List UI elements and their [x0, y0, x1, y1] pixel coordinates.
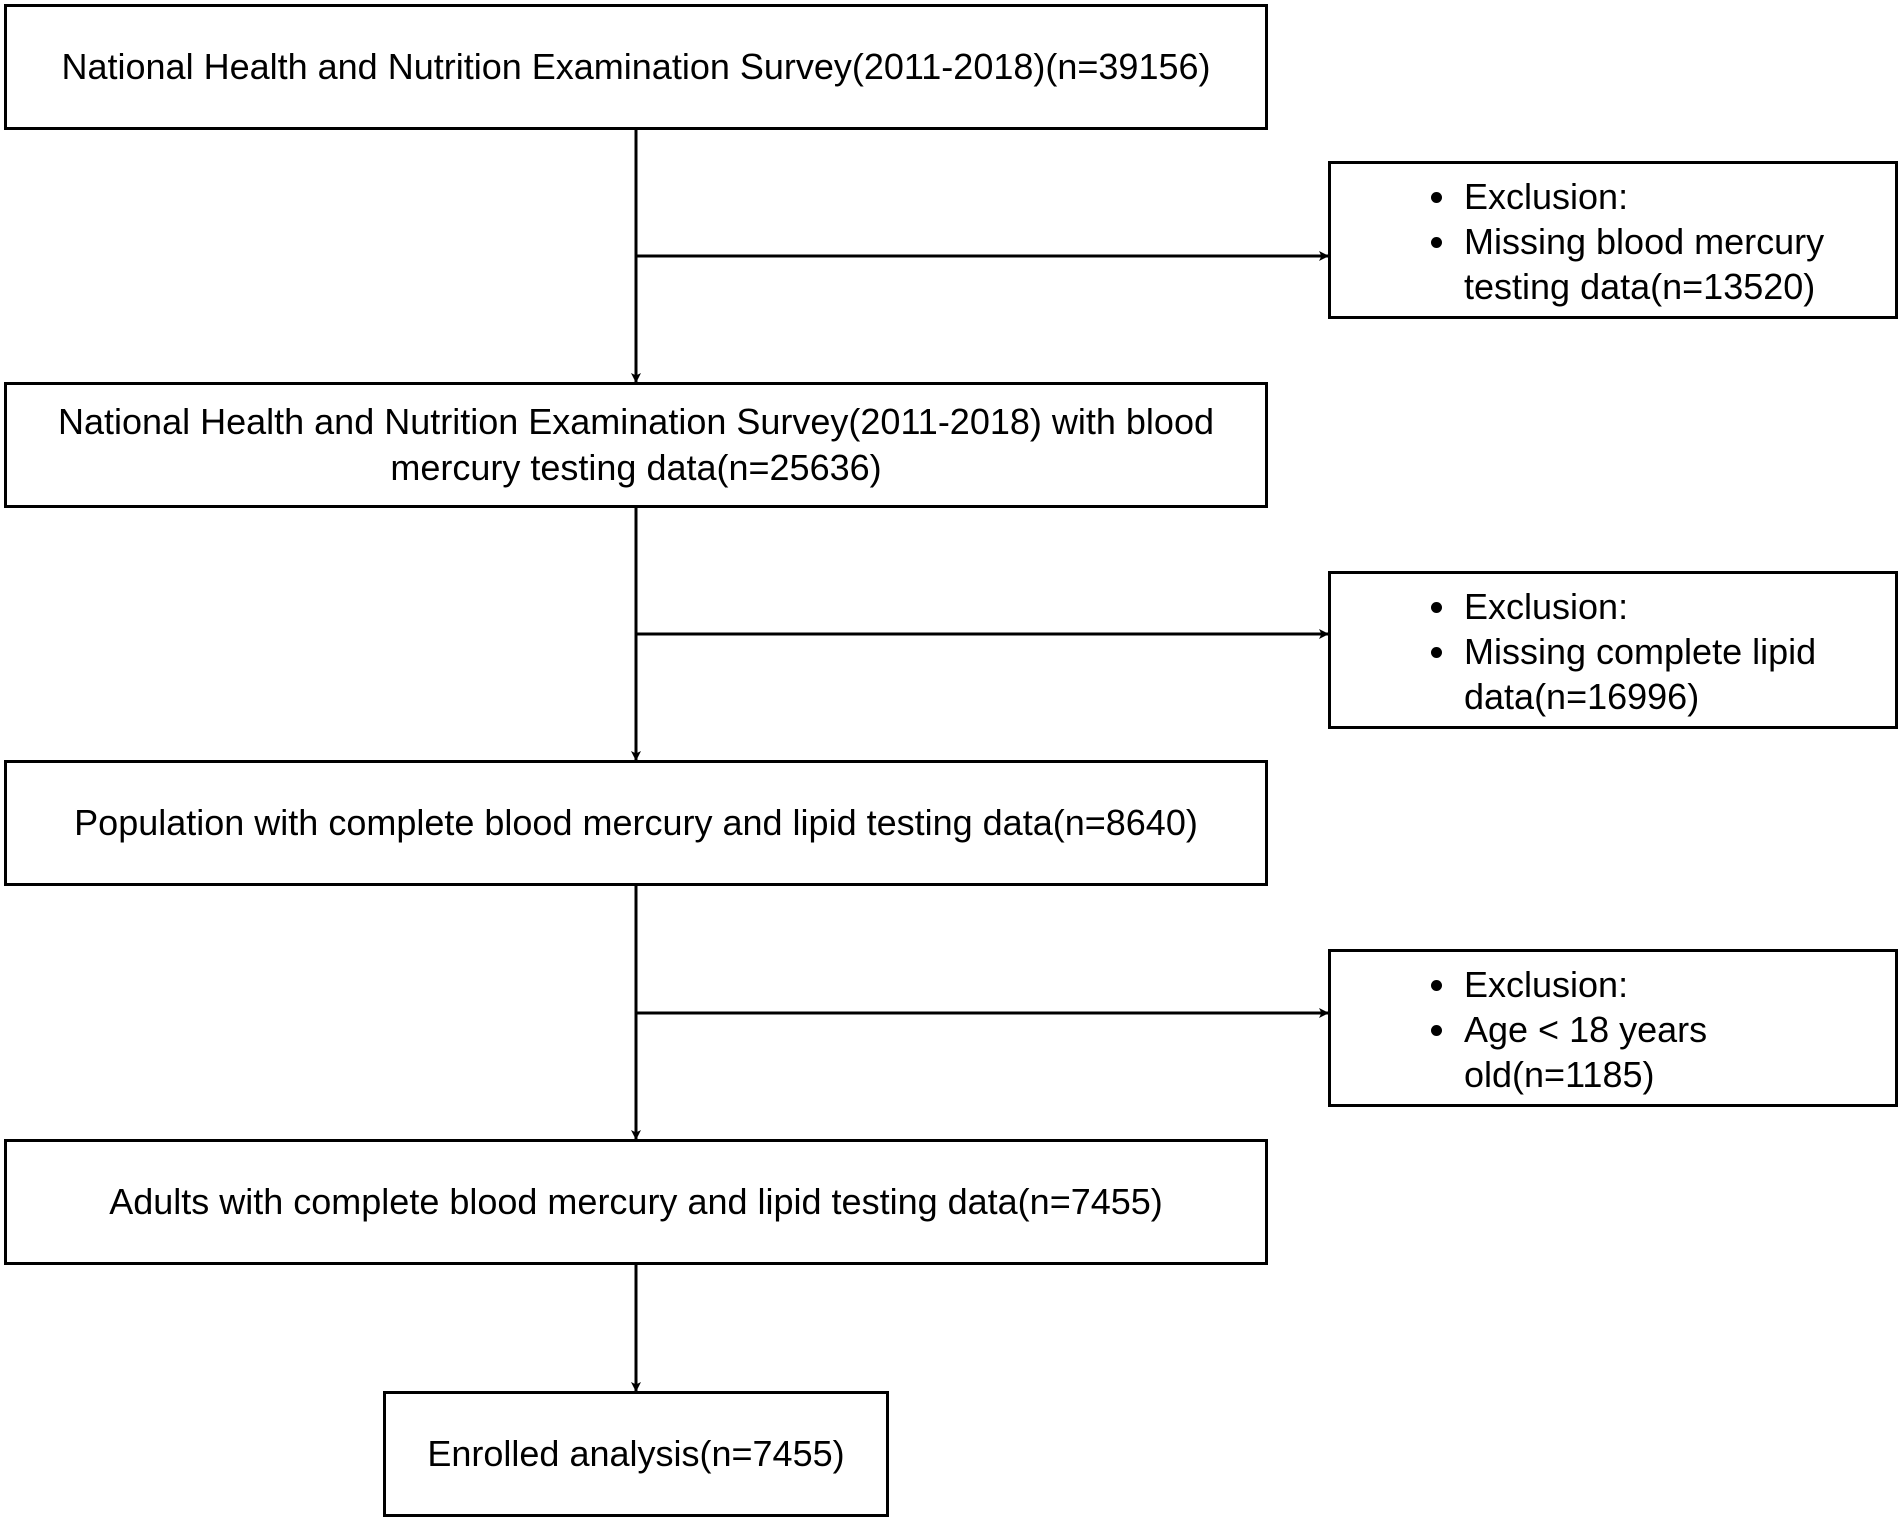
exclusion-heading: Exclusion:: [1460, 174, 1875, 219]
exclusion-list: Exclusion: Missing blood mercury testing…: [1331, 174, 1875, 309]
exclusion-heading: Exclusion:: [1460, 962, 1875, 1007]
exclusion-reason: Age < 18 years old(n=1185): [1460, 1007, 1875, 1097]
exclusion-box-under-18: Exclusion: Age < 18 years old(n=1185): [1328, 949, 1898, 1107]
exclusion-reason: Missing blood mercury testing data(n=135…: [1460, 219, 1875, 309]
exclusion-list: Exclusion: Age < 18 years old(n=1185): [1331, 962, 1875, 1097]
step-box-text: Adults with complete blood mercury and l…: [109, 1181, 1163, 1222]
step-box-survey-total: National Health and Nutrition Examinatio…: [4, 4, 1268, 130]
step-box-adults: Adults with complete blood mercury and l…: [4, 1139, 1268, 1265]
step-box-text: Population with complete blood mercury a…: [74, 802, 1198, 843]
step-box-text: National Health and Nutrition Examinatio…: [58, 401, 1214, 488]
exclusion-heading: Exclusion:: [1460, 584, 1875, 629]
step-box-with-mercury-data: National Health and Nutrition Examinatio…: [4, 382, 1268, 508]
exclusion-list: Exclusion: Missing complete lipid data(n…: [1331, 584, 1875, 719]
step-box-text: Enrolled analysis(n=7455): [427, 1433, 845, 1474]
exclusion-box-missing-lipid: Exclusion: Missing complete lipid data(n…: [1328, 571, 1898, 729]
exclusion-box-missing-mercury: Exclusion: Missing blood mercury testing…: [1328, 161, 1898, 319]
exclusion-reason: Missing complete lipid data(n=16996): [1460, 629, 1875, 719]
step-box-enrolled-analysis: Enrolled analysis(n=7455): [383, 1391, 889, 1517]
step-box-text: National Health and Nutrition Examinatio…: [61, 46, 1211, 87]
step-box-complete-data: Population with complete blood mercury a…: [4, 760, 1268, 886]
